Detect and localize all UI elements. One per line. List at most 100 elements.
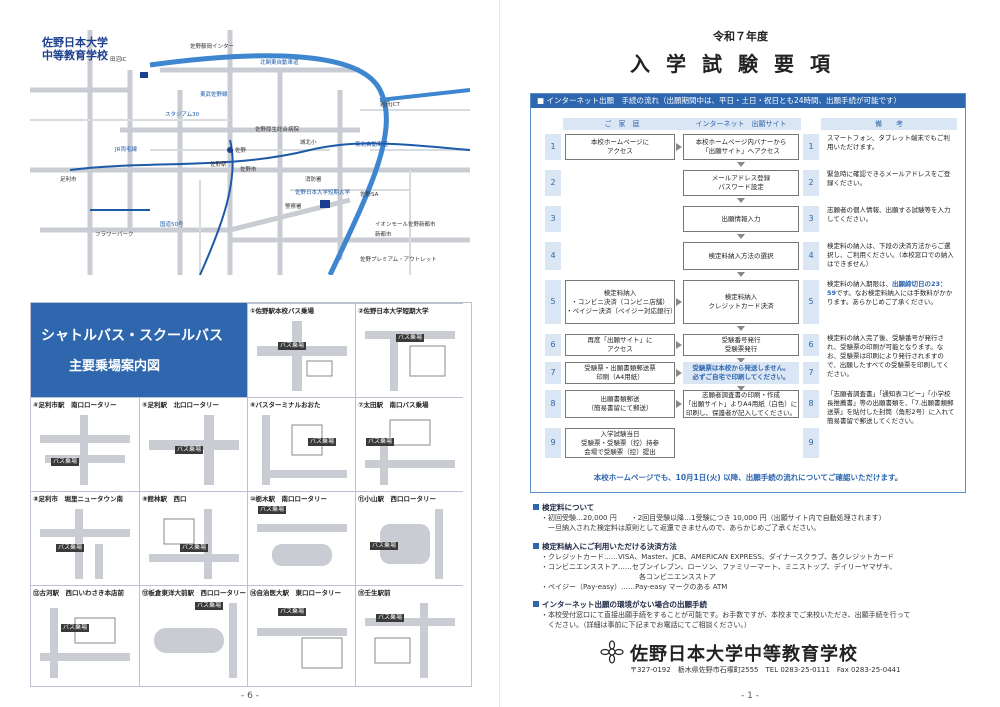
step-number: 4 — [803, 242, 819, 270]
step-number: 7 — [803, 362, 819, 384]
arrow-right-icon — [676, 341, 682, 349]
application-flow: ■ インターネット出願 手続の流れ（出願期間中は、平日・土日・祝日とも24時間、… — [530, 93, 966, 493]
arrow-down-icon — [737, 234, 745, 239]
bus-stop-cell: ②佐野日本大学短期大学 バス乗場 — [355, 303, 463, 397]
shuttle-title-block: シャトルバス・スクールバス 主要乗場案内図 — [31, 303, 247, 397]
arrow-down-icon — [737, 326, 745, 331]
step-note: 検定料の納入完了後、受験番号が発行され、受験票の印刷が可能となります。なお、受験… — [827, 334, 950, 378]
map-label: 新都市 — [375, 232, 392, 238]
page-title: 入学試験要項 — [630, 52, 846, 76]
bus-stop-map — [40, 608, 130, 678]
bus-stop-map — [365, 419, 455, 485]
access-map: 佐野日本大学 中等教育学校 佐野藤岡インター 北関東自動車道 岩舟JCT 東北自… — [30, 30, 470, 275]
bus-stop-caption: ⑪小山駅 西口ロータリー — [358, 495, 436, 503]
bus-stop-map — [257, 524, 347, 566]
home-step-box: 再度「出願サイト」にアクセス — [565, 334, 675, 356]
map-label: イオンモール佐野新都市 — [375, 222, 436, 228]
bus-stop-tag: バス乗場 — [370, 542, 399, 550]
site-step-box: メールアドレス登録パスワード設定 — [683, 170, 799, 196]
step-number: 8 — [803, 390, 819, 418]
fiscal-year: 令和７年度 — [713, 30, 768, 43]
arrow-right-icon — [676, 400, 682, 408]
map-label: 佐野日本大学短期大学 — [295, 190, 351, 196]
no-env-section: インターネット出願の環境がない場合の出願手続 ・本校受付窓口にて直接出願手続をす… — [533, 600, 969, 630]
step-number: 6 — [803, 334, 819, 356]
bus-stop-cell: ⑧足利市 堀里ニュータウン南 バス乗場 — [31, 491, 139, 585]
step-number: 9 — [803, 428, 819, 458]
payment-heading: 検定料納入にご利用いただける決済方法 — [533, 542, 969, 552]
bus-stop-map — [365, 603, 455, 678]
bus-stop-map — [154, 603, 237, 678]
map-label: 東北自動車道 — [355, 142, 389, 148]
fee-section: 検定料について ・初回受験…20,000 円 ・2回目受験以降…1受験につき 1… — [533, 503, 969, 533]
bus-stop-map — [365, 331, 455, 391]
bus-stop-cell: ⑪小山駅 西口ロータリー バス乗場 — [355, 491, 463, 585]
arrow-right-icon — [676, 143, 682, 151]
map-label: 国道50号 — [160, 222, 184, 228]
page-number-left: - 6 - — [241, 691, 259, 701]
bus-stop-map — [262, 415, 347, 485]
arrow-right-icon — [676, 369, 682, 377]
bus-stop-cell: ⑤足利駅 北口ロータリー バス乗場 — [139, 397, 247, 491]
bus-stop-map — [149, 509, 239, 579]
payment-section: 検定料納入にご利用いただける決済方法 ・クレジットカード……VISA、Maste… — [533, 542, 969, 592]
step-note: 緊急時に確認できるメールアドレスをご登録ください。 — [827, 170, 951, 187]
bus-stop-tag: バス乗場 — [376, 614, 405, 622]
step-number: 6 — [545, 334, 561, 356]
bus-stop-tag: バス乗場 — [51, 458, 80, 466]
site-step-box: 出願情報入力 — [683, 206, 799, 232]
map-label: 佐野SA — [360, 192, 379, 198]
arrow-right-icon — [676, 298, 682, 306]
bus-stop-cell: ⑮壬生駅前 バス乗場 — [355, 585, 463, 686]
step-note: スマートフォン、タブレット端末でもご利用いただけます。 — [827, 134, 950, 151]
bus-stop-cell: ⑦太田駅 南口バス乗場 バス乗場 — [355, 397, 463, 491]
map-label: 足利市 — [60, 177, 77, 183]
home-step-box: 受験票・出願書類郵送票印刷（A4用紙） — [565, 362, 675, 384]
bus-stop-map — [40, 509, 130, 579]
bus-stop-caption: ④足利市駅 南口ロータリー — [33, 401, 117, 409]
shuttle-subtitle: 主要乗場案内図 — [69, 359, 161, 374]
school-address: 〒327-0192 栃木県佐野市石塚町2555 TEL 0283-25-0111… — [630, 666, 901, 674]
no-env-line: ください。（詳細は事前に下記までお電話にてご相談ください。） — [541, 621, 751, 629]
school-emblem-icon — [600, 640, 624, 664]
step-note: 検定料の納入期限は、出願締切日の23：59です。なお検定料納入には手数料がかかり… — [827, 280, 953, 306]
bus-stop-cell: ⑬板倉東洋大前駅 西口ロータリー バス乗場 — [139, 585, 247, 686]
bus-stop-caption: ⑦太田駅 南口バス乗場 — [358, 401, 429, 409]
bus-stop-cell: ④足利市駅 南口ロータリー バス乗場 — [31, 397, 139, 491]
map-label: 警察署 — [285, 204, 302, 210]
left-page: 佐野日本大学 中等教育学校 佐野藤岡インター 北関東自動車道 岩舟JCT 東北自… — [30, 30, 472, 701]
bus-stop-caption: ⑨館林駅 西口 — [142, 495, 187, 503]
map-label: 佐野市 — [240, 167, 257, 173]
arrow-down-icon — [737, 272, 745, 277]
bus-stop-caption: ⑧足利市 堀里ニュータウン南 — [33, 495, 124, 503]
map-label: JR両毛線 — [115, 147, 137, 153]
right-page: 令和７年度 入学試験要項 ■ インターネット出願 手続の流れ（出願期間中は、平日… — [500, 0, 1000, 707]
step-number: 2 — [545, 170, 561, 196]
bus-stop-tag: バス乗場 — [175, 446, 204, 454]
payment-line: ・コンビニエンスストア……セブンイレブン、ローソン、ファミリーマート、ミニストッ… — [541, 563, 897, 571]
bus-stop-map — [257, 321, 347, 391]
bus-stop-caption: ⑤足利駅 北口ロータリー — [142, 401, 220, 409]
shuttle-title: シャトルバス・スクールバス — [41, 328, 223, 344]
map-label: フラワーパーク — [95, 232, 134, 238]
fee-line: ・初回受験…20,000 円 ・2回目受験以降…1受験につき 10,000 円（… — [541, 514, 886, 522]
bus-stop-caption: ⑫古河駅 西口いわさき本店前 — [33, 589, 124, 597]
step-note: 検定料の納入は、下段の決済方法からご選択し、ご利用ください。（本校窓口での納入は… — [827, 242, 954, 268]
bus-stop-cell: ⑨館林駅 西口 バス乗場 — [139, 491, 247, 585]
bus-stop-tag: バス乗場 — [56, 544, 85, 552]
site-step-box: 受験番号発行受験票発行 — [683, 334, 799, 356]
home-step-box: 検定料納入・コンビニ決済（コンビニ店舗）・ペイジー決済（ペイジー対応銀行） — [565, 280, 677, 324]
bus-stop-cell: ⑩栃木駅 南口ロータリー バス乗場 — [247, 491, 355, 585]
arrow-down-icon — [737, 386, 745, 391]
step-number: 2 — [803, 170, 819, 196]
map-label: 岩舟JCT — [380, 102, 400, 108]
bus-stop-caption: ②佐野日本大学短期大学 — [358, 307, 429, 315]
map-label: スタジアム30 — [165, 112, 200, 118]
site-step-box: 本校ホームページ内バナーから「出願サイト」へアクセス — [683, 134, 799, 160]
payment-line: ・ペイジー（Pay-easy）……Pay-easy マークのある ATM — [541, 583, 728, 591]
map-label: 佐野 — [235, 148, 247, 154]
bus-stop-tag: バス乗場 — [258, 506, 287, 514]
map-label: 佐野藤岡インター — [190, 44, 235, 50]
page-fold — [499, 0, 500, 707]
step-number: 1 — [545, 134, 561, 160]
